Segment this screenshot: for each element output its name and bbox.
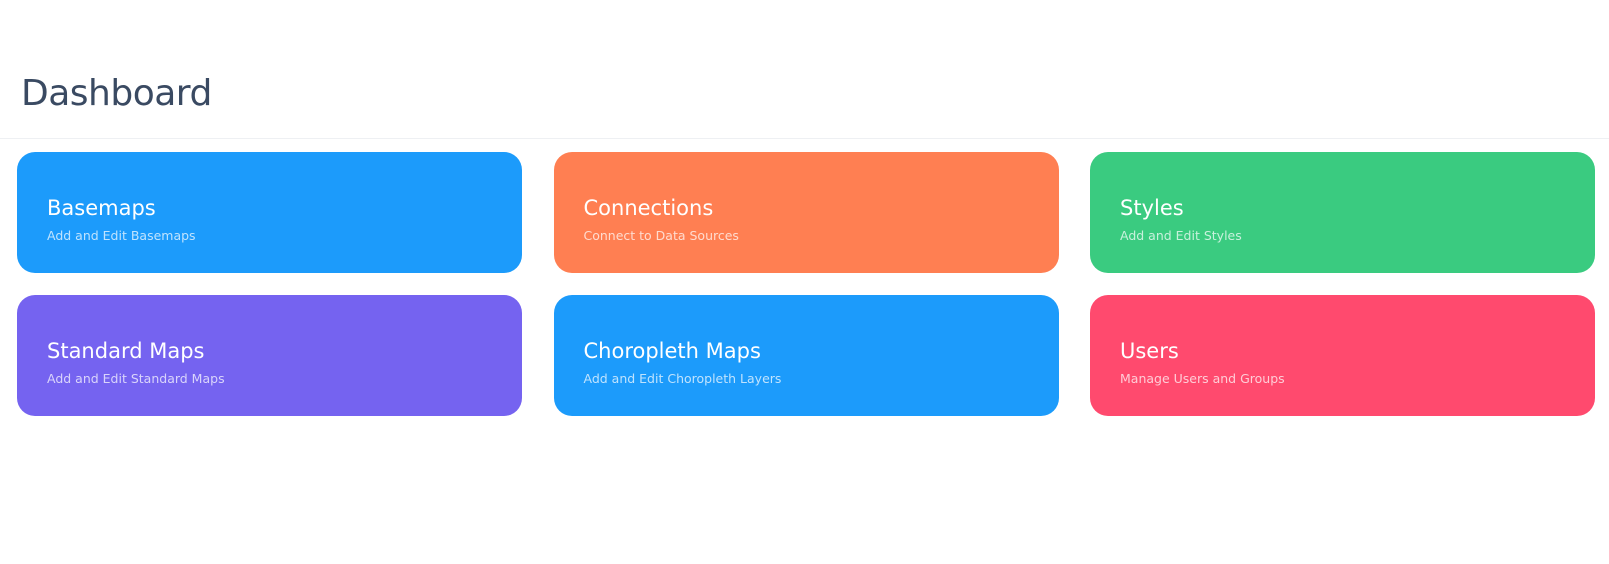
card-styles[interactable]: Styles Add and Edit Styles — [1090, 152, 1595, 273]
dashboard-card-grid: Basemaps Add and Edit Basemaps Connectio… — [17, 152, 1595, 416]
card-users-title: Users — [1120, 339, 1179, 363]
page-title: Dashboard — [21, 73, 212, 114]
card-choropleth-maps-title: Choropleth Maps — [583, 339, 761, 363]
card-standard-maps[interactable]: Standard Maps Add and Edit Standard Maps — [17, 295, 522, 416]
card-standard-maps-title: Standard Maps — [47, 339, 205, 363]
card-basemaps[interactable]: Basemaps Add and Edit Basemaps — [17, 152, 522, 273]
card-connections[interactable]: Connections Connect to Data Sources — [553, 152, 1059, 273]
card-basemaps-subtitle: Add and Edit Basemaps — [47, 228, 196, 243]
card-basemaps-title: Basemaps — [47, 196, 156, 220]
card-choropleth-maps[interactable]: Choropleth Maps Add and Edit Choropleth … — [553, 295, 1059, 416]
card-choropleth-maps-subtitle: Add and Edit Choropleth Layers — [583, 371, 782, 386]
card-styles-title: Styles — [1120, 196, 1184, 220]
card-users-subtitle: Manage Users and Groups — [1120, 371, 1285, 386]
page-header: Dashboard — [0, 0, 1609, 139]
card-users[interactable]: Users Manage Users and Groups — [1090, 295, 1595, 416]
card-standard-maps-subtitle: Add and Edit Standard Maps — [47, 371, 225, 386]
card-styles-subtitle: Add and Edit Styles — [1120, 228, 1242, 243]
card-connections-subtitle: Connect to Data Sources — [583, 228, 739, 243]
card-connections-title: Connections — [583, 196, 714, 220]
